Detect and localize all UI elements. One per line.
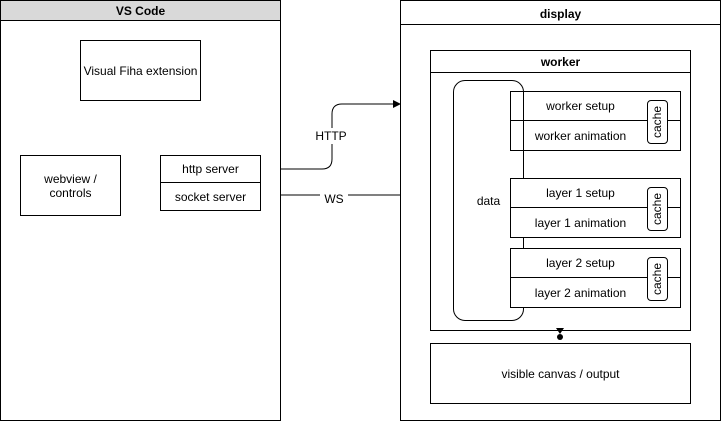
layer-2-cache: cache bbox=[647, 257, 668, 301]
server-box: http server socket server bbox=[160, 155, 261, 211]
extension-box: Visual Fiha extension bbox=[80, 40, 201, 101]
worker-animation: worker animation bbox=[534, 128, 627, 143]
vscode-title: VS Code bbox=[1, 1, 280, 21]
worker-cache: cache bbox=[647, 100, 668, 144]
layer-1-animation: layer 1 animation bbox=[534, 215, 627, 230]
layer-1-cache: cache bbox=[647, 187, 668, 231]
display-title: display bbox=[401, 3, 720, 25]
http-server-row: http server bbox=[161, 156, 260, 183]
worker-setup: worker setup bbox=[511, 92, 680, 121]
ws-label: WS bbox=[320, 191, 348, 207]
layer-2-animation: layer 2 animation bbox=[534, 285, 627, 300]
layer-2-setup: layer 2 setup bbox=[511, 249, 680, 278]
layer-1-setup: layer 1 setup bbox=[511, 179, 680, 208]
http-label: HTTP bbox=[308, 128, 354, 144]
worker-script-box: worker setup worker animation cache bbox=[510, 91, 681, 151]
layer-1-box: layer 1 setup layer 1 animation cache bbox=[510, 178, 681, 238]
layer-2-box: layer 2 setup layer 2 animation cache bbox=[510, 248, 681, 308]
worker-title: worker bbox=[431, 51, 690, 73]
socket-server-row: socket server bbox=[174, 189, 247, 204]
webview-box: webview / controls bbox=[20, 155, 121, 216]
canvas-output-box: visible canvas / output bbox=[430, 343, 691, 404]
